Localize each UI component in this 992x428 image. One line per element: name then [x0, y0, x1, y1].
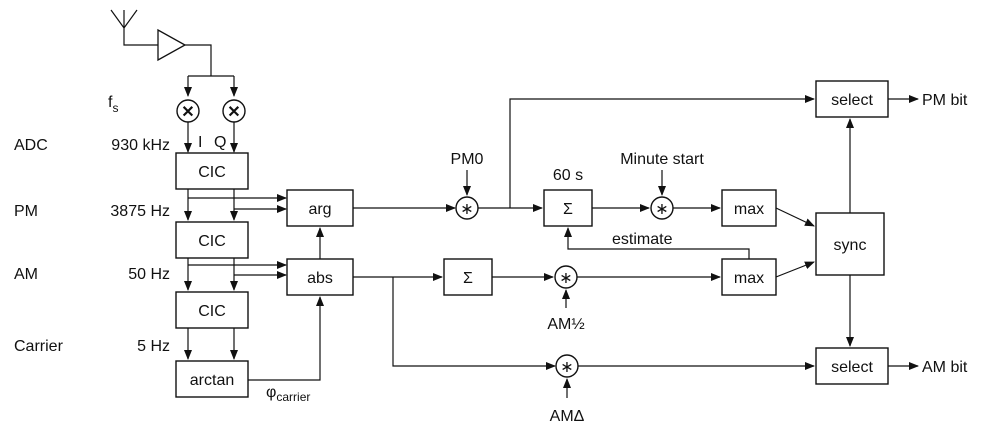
- convolution-icon: ∗: [655, 201, 668, 218]
- estimate-label: estimate: [612, 231, 673, 248]
- multiply-icon: ✕: [227, 104, 240, 121]
- arg-block: arg: [286, 189, 354, 227]
- sixty-s-label: 60 s: [553, 167, 583, 184]
- mixer-i: ✕: [176, 99, 200, 123]
- wire-estimate: [564, 227, 750, 259]
- svg-text:CIC: CIC: [198, 233, 226, 250]
- svg-text:arctan: arctan: [190, 372, 234, 389]
- svg-text:Σ: Σ: [463, 270, 473, 287]
- am-half-label: AM½: [547, 316, 584, 333]
- multiply-icon: ✕: [181, 104, 194, 121]
- svg-text:max: max: [734, 270, 764, 287]
- svg-text:select: select: [831, 92, 873, 109]
- cic-block-3: CIC: [175, 291, 249, 329]
- pm-bit-label: PM bit: [922, 92, 968, 109]
- rf-split-wire: [185, 44, 234, 77]
- rate-label-am: 50 Hz: [128, 266, 170, 283]
- am-bit-label: AM bit: [922, 359, 968, 376]
- rate-label-pm: 3875 Hz: [110, 203, 170, 220]
- pm0-convolution: ∗: [455, 196, 479, 220]
- svg-text:CIC: CIC: [198, 164, 226, 181]
- row-label-am: AM: [14, 266, 38, 283]
- svg-text:sync: sync: [834, 237, 867, 254]
- antenna-icon: [110, 9, 158, 46]
- mixer-q: ✕: [222, 99, 246, 123]
- pm-max-block: max: [721, 189, 777, 227]
- row-label-adc: ADC: [14, 137, 48, 154]
- abs-block: abs: [286, 258, 354, 296]
- convolution-icon: ∗: [560, 359, 573, 376]
- svg-text:abs: abs: [307, 270, 333, 287]
- pm0-label: PM0: [451, 151, 484, 168]
- wire-to-select-pm: [509, 95, 815, 208]
- row-label-carrier: Carrier: [14, 338, 64, 355]
- pm-sum-block: Σ: [543, 189, 593, 227]
- am-max-block: max: [721, 258, 777, 296]
- sync-block: sync: [815, 212, 885, 276]
- svg-text:max: max: [734, 201, 764, 218]
- i-label: I: [198, 134, 202, 151]
- pm-select-block: select: [815, 80, 889, 118]
- minute-start-convolution: ∗: [650, 196, 674, 220]
- svg-text:Σ: Σ: [563, 201, 573, 218]
- q-label: Q: [214, 134, 226, 151]
- rate-label-carrier: 5 Hz: [137, 338, 170, 355]
- svg-text:select: select: [831, 359, 873, 376]
- minute-start-label: Minute start: [620, 151, 704, 168]
- row-label-pm: PM: [14, 203, 38, 220]
- cic-block-1: CIC: [175, 152, 249, 190]
- convolution-icon: ∗: [559, 270, 572, 287]
- fs-label: fs: [108, 94, 118, 115]
- wire-abs-to-conv4: [392, 277, 556, 370]
- amplifier-triangle-icon: [157, 28, 187, 62]
- wire-phi-carrier: [248, 296, 324, 381]
- arctan-block: arctan: [175, 360, 249, 398]
- wire-maxpm-to-sync: [775, 207, 815, 227]
- am-select-block: select: [815, 347, 889, 385]
- cic-block-2: CIC: [175, 221, 249, 259]
- am-delta-label: AMΔ: [550, 408, 585, 425]
- rate-label-adc: 930 kHz: [111, 137, 170, 154]
- svg-text:arg: arg: [308, 201, 331, 218]
- convolution-icon: ∗: [460, 201, 473, 218]
- phi-carrier-label: φcarrier: [266, 384, 310, 404]
- svg-text:CIC: CIC: [198, 303, 226, 320]
- am-delta-convolution: ∗: [555, 354, 579, 378]
- am-sum-block: Σ: [443, 258, 493, 296]
- wire-maxam-to-sync: [775, 261, 815, 278]
- am-half-convolution: ∗: [554, 265, 578, 289]
